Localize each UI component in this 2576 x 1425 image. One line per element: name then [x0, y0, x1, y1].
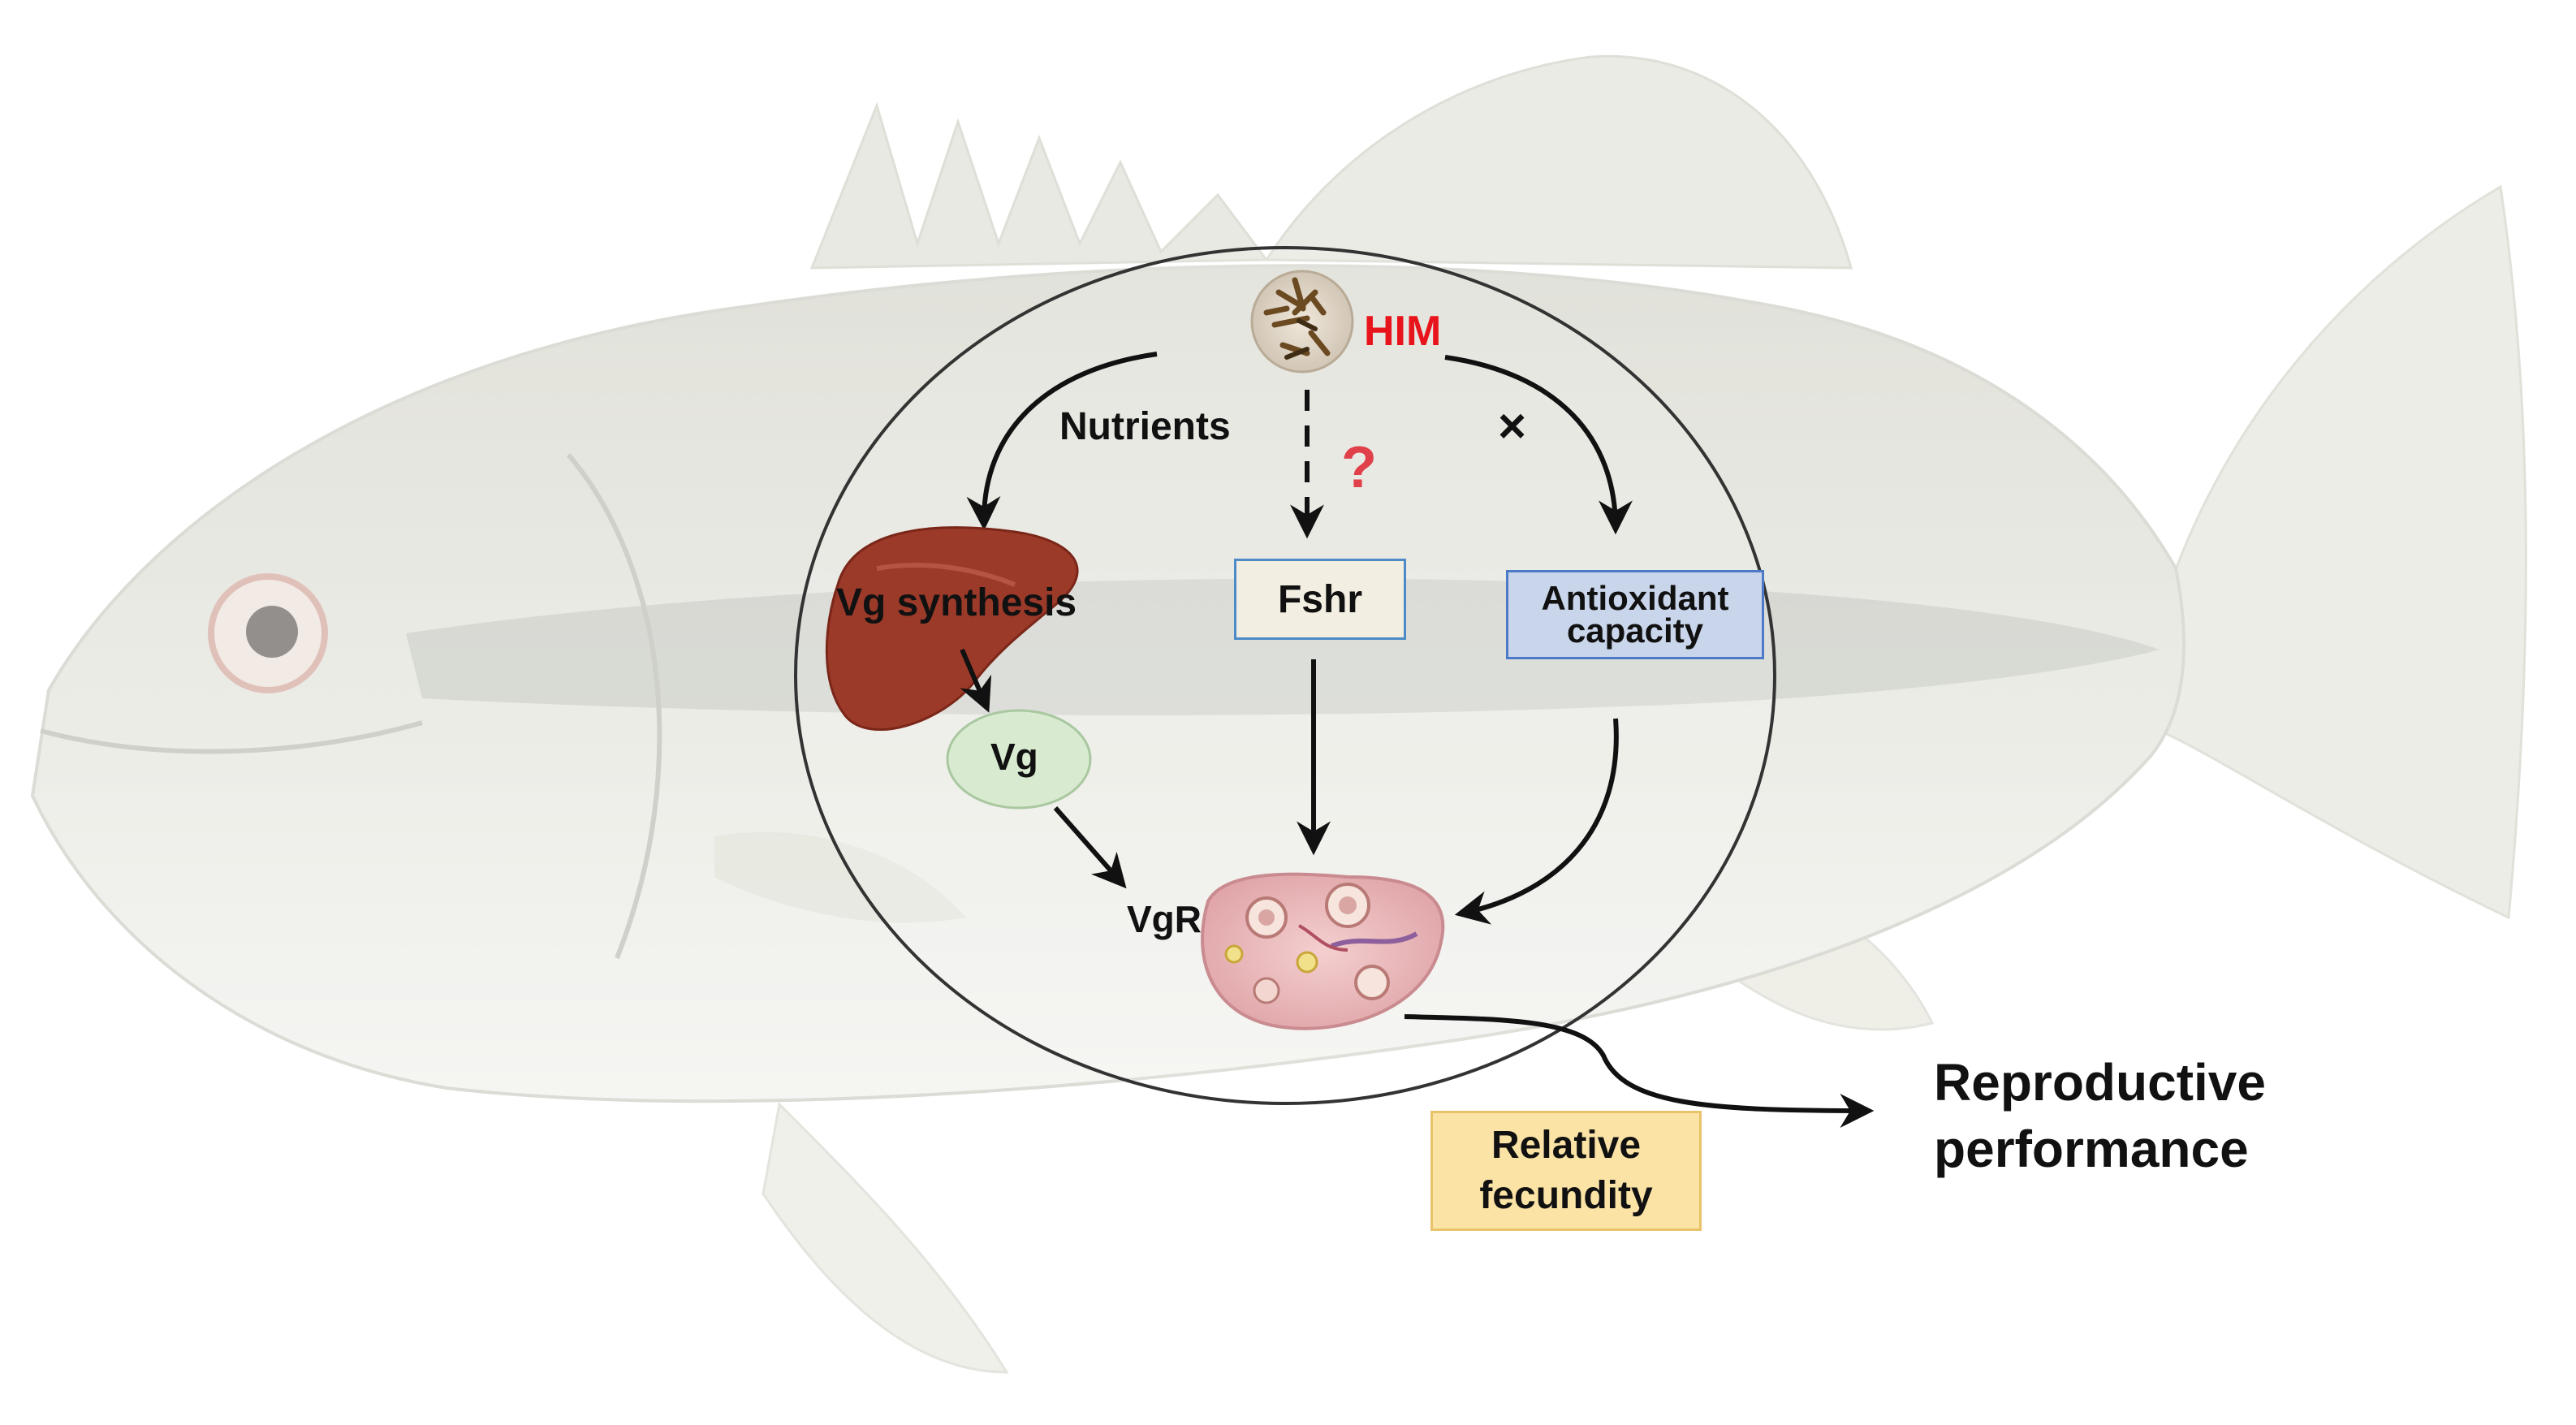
vgr-label: VgR — [1127, 898, 1202, 940]
vg-synthesis-label: Vg synthesis — [836, 581, 1077, 624]
ovary-icon — [1201, 872, 1445, 1030]
arrow-ovary-reproductive — [1404, 1014, 1875, 1128]
arrow-liver-vg — [960, 648, 992, 713]
insect-meal-icon — [1250, 270, 1354, 374]
arrow-him-antioxidant — [1444, 355, 1633, 535]
nutrients-label: Nutrients — [1059, 405, 1231, 448]
cross-icon: × — [1498, 399, 1527, 453]
fshr-box: Fshr — [1234, 559, 1406, 640]
reproductive-line2: performance — [1934, 1120, 2249, 1178]
antioxidant-line2: capacity — [1566, 611, 1704, 650]
him-label: HIM — [1364, 308, 1442, 355]
arrow-vg-vgr — [1053, 806, 1127, 889]
antioxidant-box: Antioxidant capacity — [1506, 570, 1764, 659]
question-mark: ? — [1341, 435, 1377, 500]
liver-icon — [825, 526, 1079, 732]
fshr-label: Fshr — [1277, 577, 1362, 621]
fecundity-line2: fecundity — [1479, 1174, 1653, 1217]
fecundity-line1: Relative — [1491, 1124, 1642, 1167]
arrow-antioxidant-ovary — [1454, 718, 1619, 925]
reproductive-line1: Reproductive — [1934, 1053, 2266, 1112]
arrow-nutrients — [966, 352, 1158, 531]
vg-node — [946, 709, 1092, 810]
relative-fecundity-box: Relative fecundity — [1430, 1111, 1702, 1231]
reproductive-performance-label: Reproductive performance — [1934, 1049, 2266, 1182]
vg-label: Vg — [990, 736, 1038, 778]
antioxidant-line1: Antioxidant — [1541, 579, 1729, 617]
